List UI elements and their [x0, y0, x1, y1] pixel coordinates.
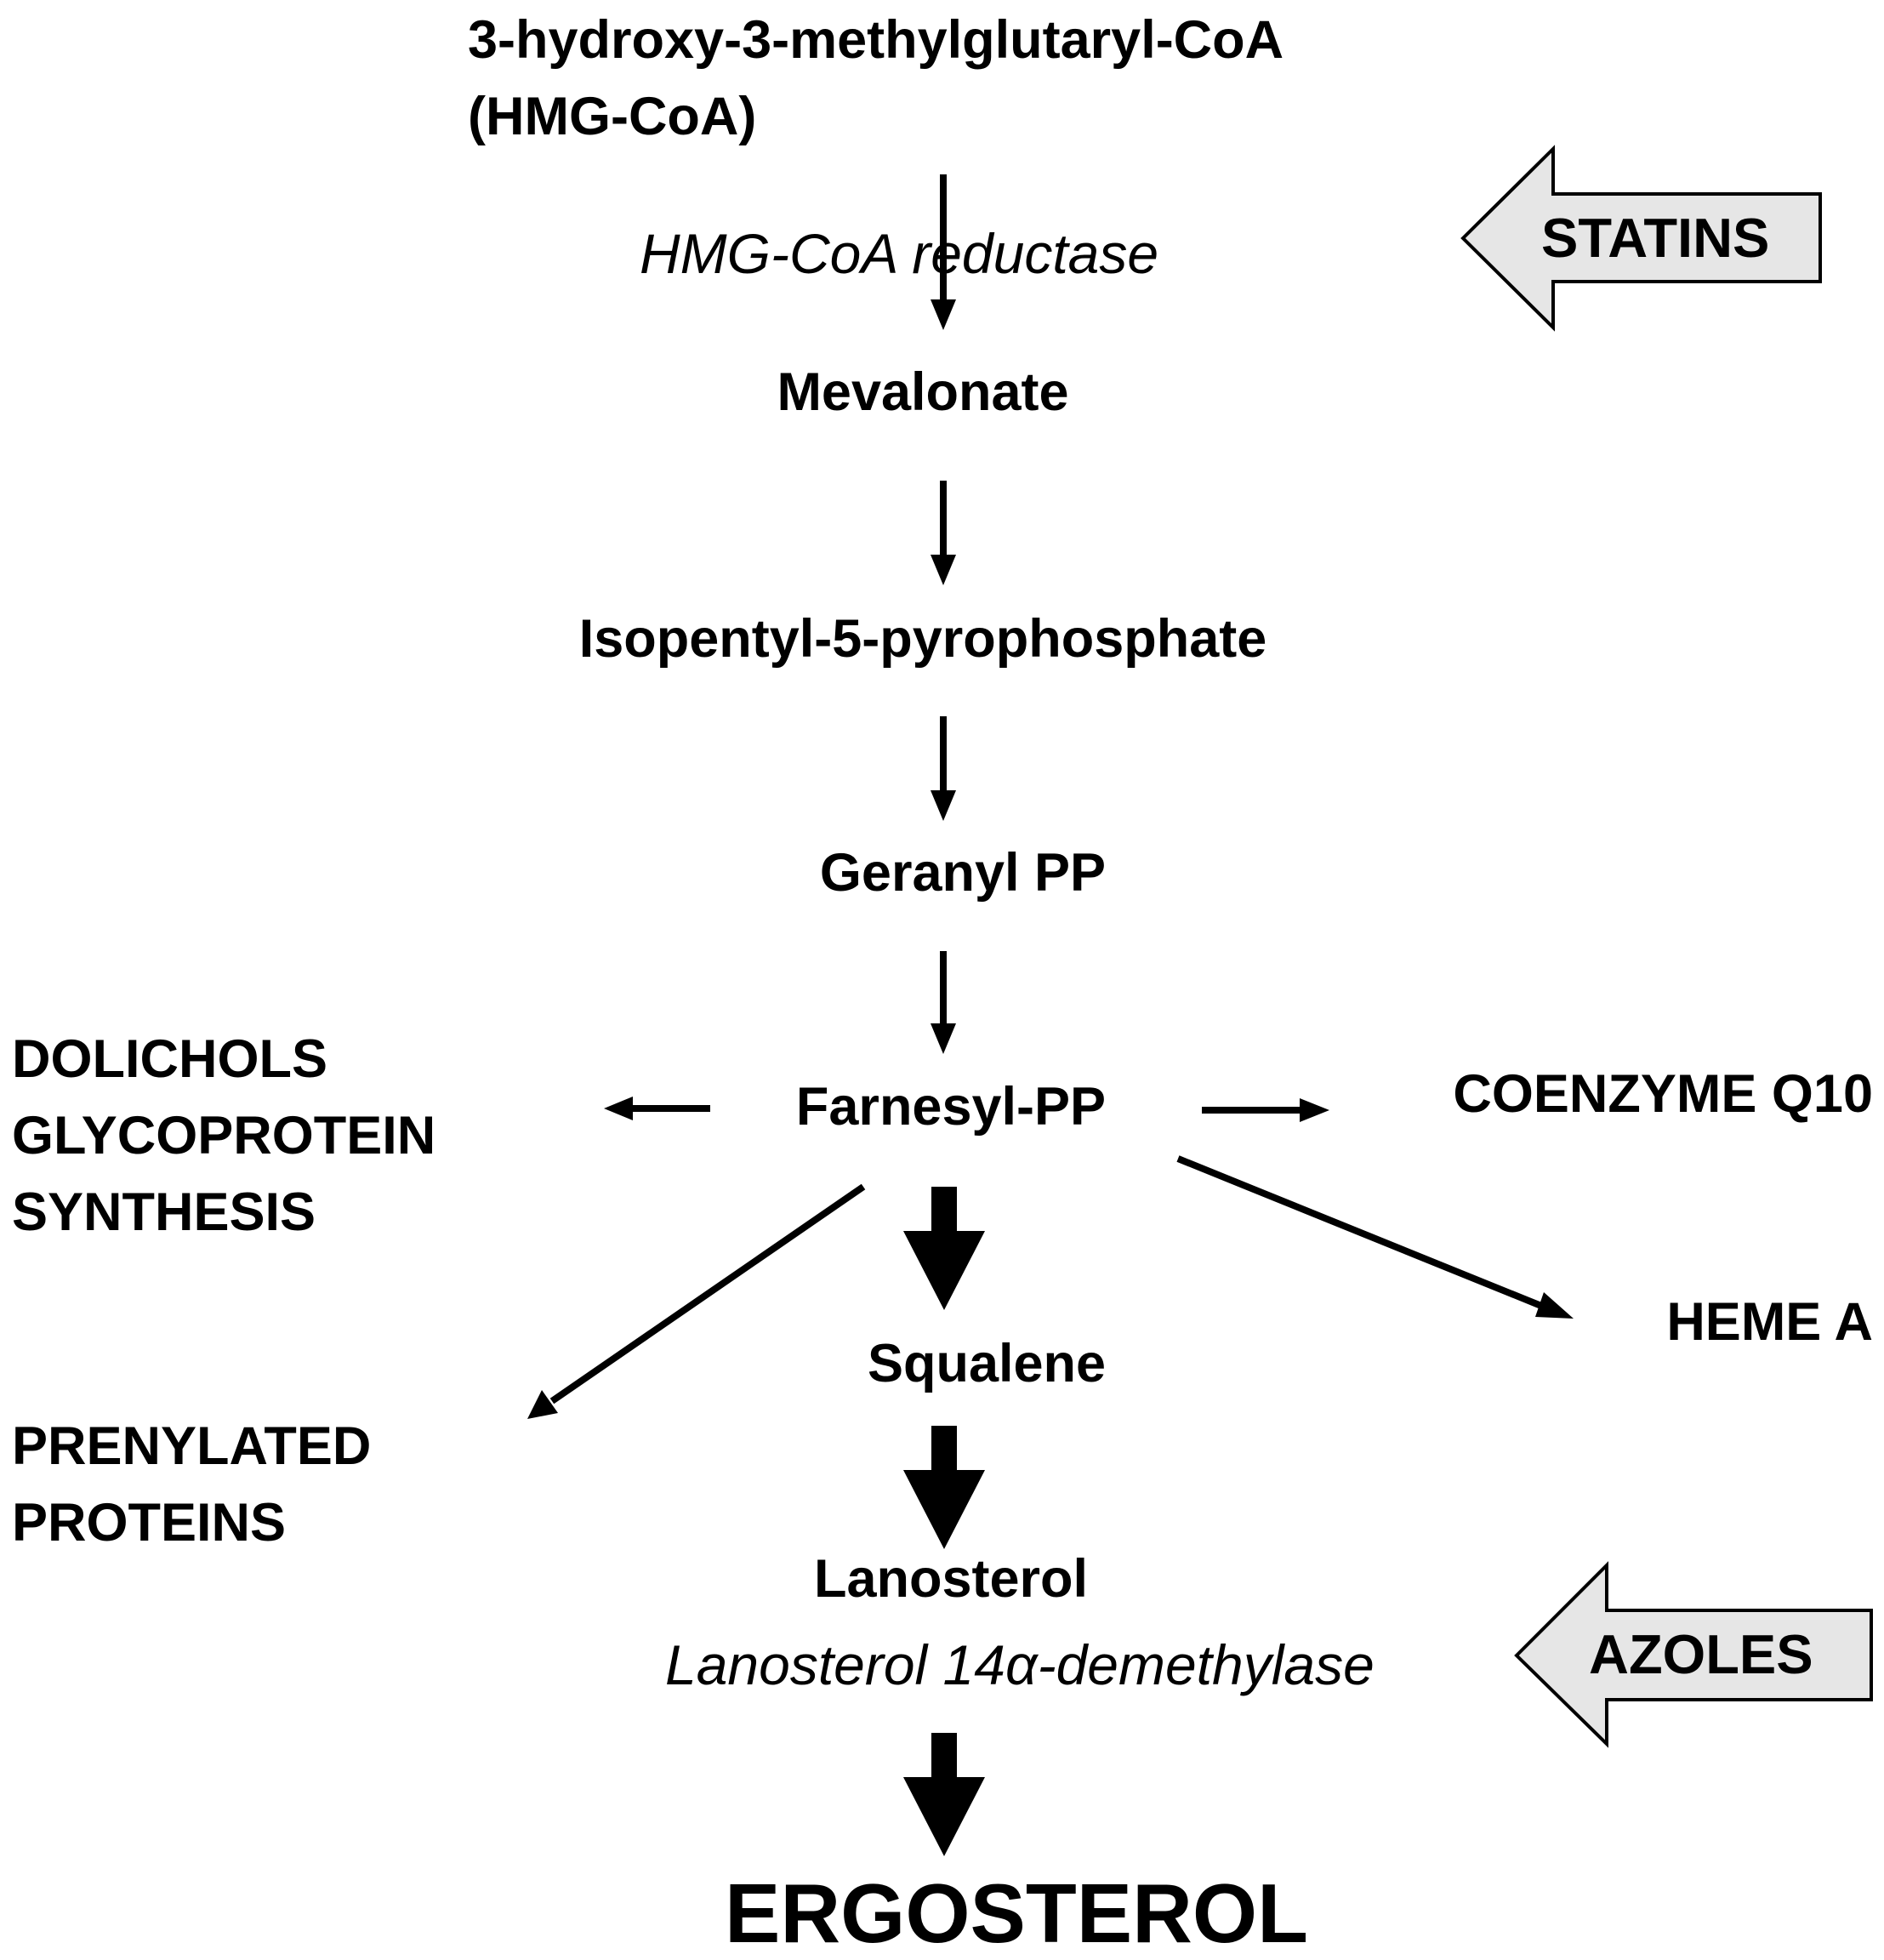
ergosterol-label: ERGOSTEROL: [724, 1866, 1309, 1960]
arrow-farnesyl-to-squalene: [903, 1187, 985, 1310]
lanosterol-label: Lanosterol: [813, 1549, 1089, 1609]
lanosterol-demethylase-enzyme: Lanosterol 14α-demethylase: [665, 1633, 1375, 1696]
arrow-squalene-to-lanosterol: [903, 1426, 985, 1549]
hmg-coa-reductase-enzyme: HMG-CoA reductase: [640, 222, 1159, 285]
squalene-label: Squalene: [867, 1334, 1107, 1393]
dolichols-line2: GLYCOPROTEIN: [12, 1106, 436, 1165]
azoles-label: AZOLES: [1589, 1623, 1813, 1685]
dolichols-line1: DOLICHOLS: [12, 1029, 327, 1089]
hmg-coa-label: 3-hydroxy-3-methylglutaryl-CoA (HMG-CoA): [468, 2, 1284, 155]
heme-a-label: HEME A: [1666, 1292, 1873, 1352]
statins-label: STATINS: [1541, 207, 1770, 269]
arrow-farnesyl-to-coenzyme-q10: [1202, 1098, 1329, 1122]
prenylated-line1: PRENYLATED: [12, 1416, 372, 1476]
arrow-geranyl-to-farnesyl: [931, 951, 956, 1054]
mevalonate-label: Mevalonate: [777, 362, 1069, 422]
dolichols-branch-label: DOLICHOLS GLYCOPROTEIN SYNTHESIS: [12, 1021, 435, 1251]
arrow-farnesyl-to-prenylated: [527, 1183, 866, 1419]
dolichols-line3: SYNTHESIS: [12, 1182, 316, 1242]
isopentyl-pyrophosphate-label: Isopentyl-5-pyrophosphate: [578, 609, 1267, 669]
hmg-coa-name: 3-hydroxy-3-methylglutaryl-CoA: [468, 10, 1284, 70]
arrow-mevalonate-to-isopentyl: [931, 481, 956, 585]
hmg-coa-abbrev: (HMG-CoA): [468, 87, 757, 146]
arrow-lanosterol-to-ergosterol: [903, 1733, 985, 1856]
azoles-block-arrow: [1514, 1561, 1873, 1748]
farnesyl-pp-label: Farnesyl-PP: [795, 1077, 1107, 1137]
arrow-farnesyl-to-dolichols: [604, 1097, 710, 1120]
arrow-farnesyl-to-heme-a: [1176, 1155, 1574, 1319]
prenylated-line2: PROTEINS: [12, 1493, 287, 1553]
arrow-isopentyl-to-geranyl: [931, 716, 956, 821]
geranyl-pp-label: Geranyl PP: [819, 843, 1107, 903]
arrow-hmgcoa-to-mevalonate: [931, 174, 956, 330]
coenzyme-q10-label: COENZYME Q10: [1453, 1064, 1873, 1124]
statins-block-arrow: [1460, 145, 1822, 332]
prenylated-proteins-label: PRENYLATED PROTEINS: [12, 1408, 371, 1561]
